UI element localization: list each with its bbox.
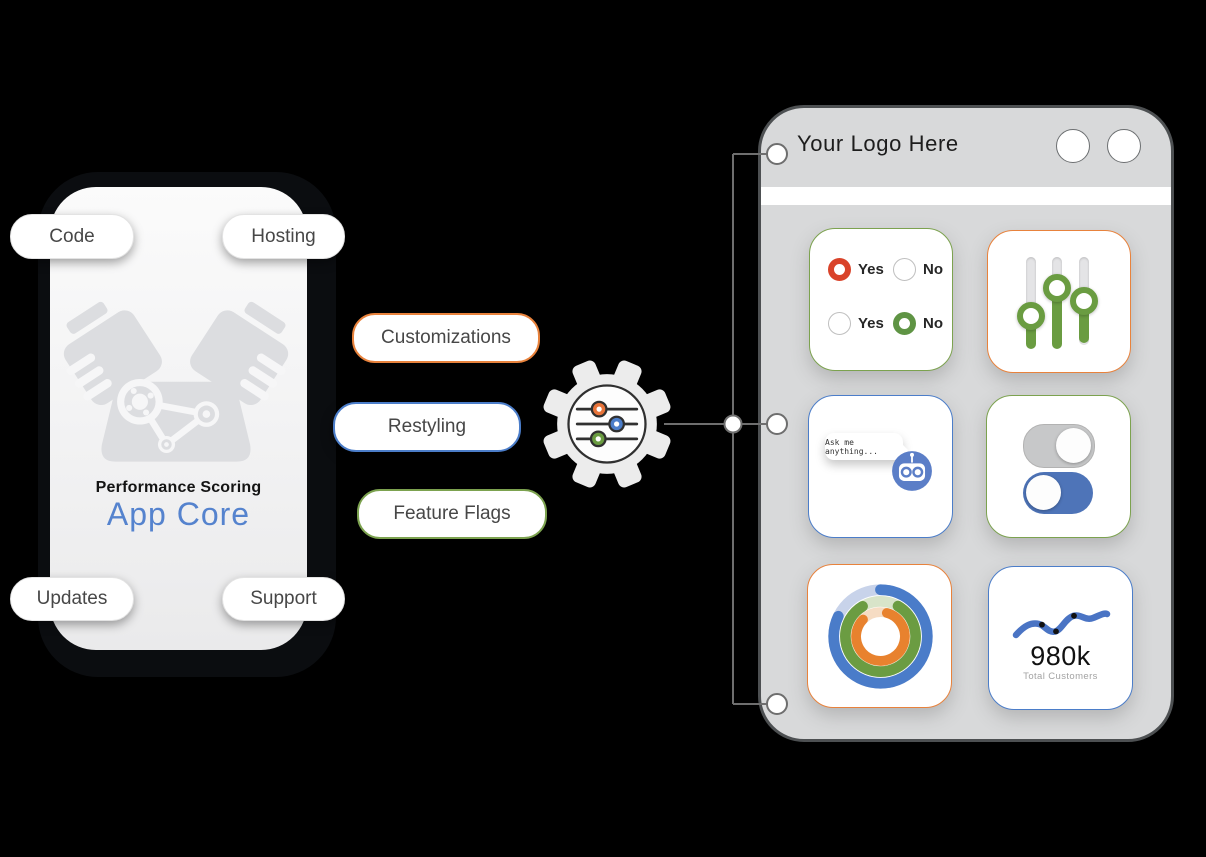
engine-icon [63, 301, 289, 462]
slider-knob-2[interactable] [1043, 274, 1071, 302]
chat-bubble-text: Ask me anything... [825, 437, 878, 456]
radio-row-1: Yes No [810, 258, 952, 281]
mockup-menubar [761, 187, 1171, 205]
tag-hosting-label: Hosting [251, 225, 316, 247]
radio-no-selected[interactable] [893, 312, 916, 335]
tag-code[interactable]: Code [10, 214, 134, 259]
tag-code-label: Code [49, 225, 95, 247]
slider-knob-3[interactable] [1070, 287, 1098, 315]
slider-fill-1 [1026, 316, 1036, 349]
feature-restyling-label: Restyling [387, 416, 467, 437]
toggle-off-knob [1056, 428, 1091, 463]
metric-value: 980k [1030, 641, 1091, 671]
tag-support-label: Support [250, 588, 317, 609]
sliders-card [987, 230, 1131, 373]
tag-hosting[interactable]: Hosting [222, 214, 345, 259]
slider-track-1 [1026, 257, 1036, 345]
feature-pill-customizations[interactable]: Customizations [352, 313, 540, 363]
radio-label-yes-2: Yes [858, 315, 884, 332]
radio-row-2: Yes No [810, 312, 952, 335]
slider-fill-3 [1079, 301, 1089, 343]
robot-icon[interactable] [889, 448, 935, 494]
gear-sliders-icon [543, 360, 671, 488]
radio-label-yes: Yes [858, 261, 884, 278]
radio-yes-unselected[interactable] [828, 312, 851, 335]
feature-pill-restyling[interactable]: Restyling [333, 402, 521, 452]
anchor-node-bottom [766, 693, 788, 715]
core-subtitle: Performance Scoring [95, 479, 262, 496]
toggles-card [986, 395, 1131, 538]
tag-updates-label: Updates [36, 588, 108, 609]
metric-label: Total Customers [1023, 671, 1098, 682]
header-circle-2[interactable] [1107, 129, 1141, 163]
tag-support[interactable]: Support [222, 577, 345, 621]
toggle-off[interactable] [1023, 424, 1095, 468]
feature-pill-feature-flags[interactable]: Feature Flags [357, 489, 547, 539]
slider-knob-1[interactable] [1017, 302, 1045, 330]
radio-label-no-2: No [923, 315, 943, 332]
junction-node [723, 414, 743, 434]
toggle-on-knob [1026, 475, 1061, 510]
metric-card: 980k Total Customers [988, 566, 1133, 710]
radio-card: Yes No Yes No [809, 228, 953, 371]
logo-placeholder: Your Logo Here [797, 131, 959, 156]
toggle-on[interactable] [1023, 472, 1093, 514]
anchor-node-top [766, 143, 788, 165]
radio-yes-selected[interactable] [828, 258, 851, 281]
chatbot-card: Ask me anything... [808, 395, 953, 538]
chat-bubble: Ask me anything... [825, 433, 903, 460]
header-circle-1[interactable] [1056, 129, 1090, 163]
radio-no-unselected[interactable] [893, 258, 916, 281]
radio-label-no: No [923, 261, 943, 278]
trend-line-icon [1012, 610, 1111, 639]
tag-updates[interactable]: Updates [10, 577, 134, 621]
connector-lines [664, 143, 788, 715]
slider-fill-2 [1052, 288, 1062, 349]
anchor-node-middle [766, 413, 788, 435]
donut-rings-icon [828, 584, 933, 689]
feature-flags-label: Feature Flags [393, 503, 511, 524]
core-title: App Core [106, 496, 251, 532]
feature-customizations-label: Customizations [381, 327, 511, 348]
donut-chart-card [807, 564, 952, 708]
